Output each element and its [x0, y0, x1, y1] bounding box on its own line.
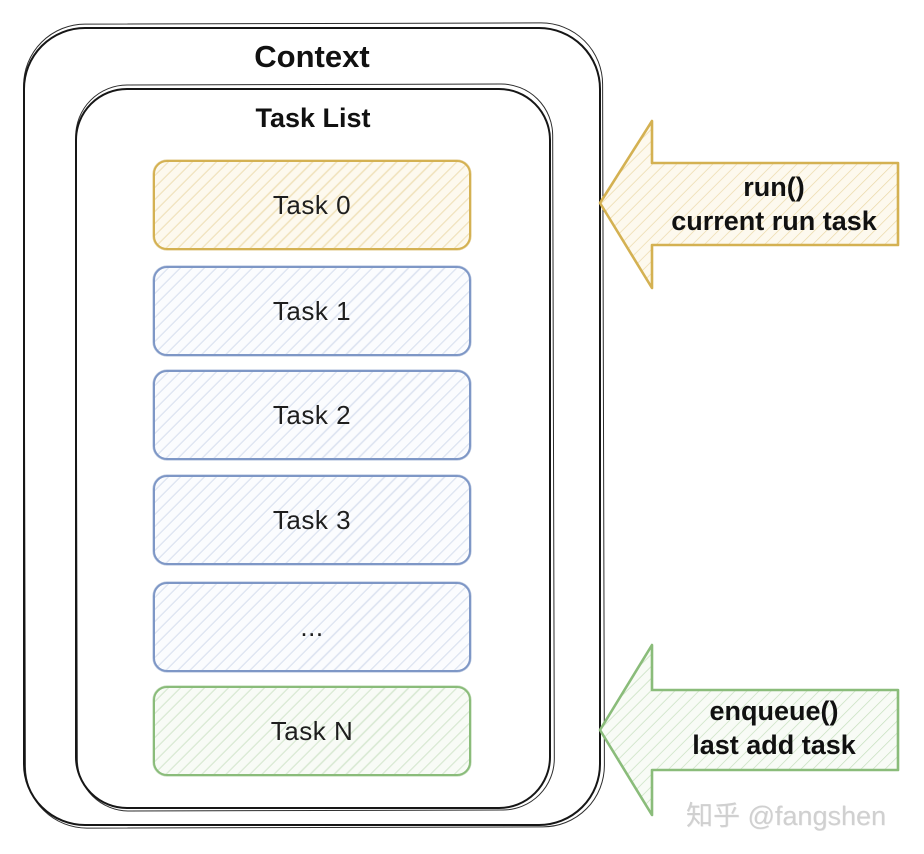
- context-box: Context: [23, 27, 601, 826]
- context-title: Context: [254, 39, 370, 74]
- enqueue-arrow-label: enqueue() last add task: [648, 694, 900, 762]
- enqueue-arrow-line1: enqueue(): [709, 696, 839, 726]
- task-box-n: Task N: [153, 686, 471, 776]
- task-label-0: Task 0: [272, 189, 352, 220]
- task-list-title: Task List: [255, 103, 371, 133]
- task-list-box: Task List: [75, 88, 551, 809]
- task-label-3: Task 3: [272, 504, 352, 535]
- task-label-ellipsis: ...: [300, 611, 324, 642]
- task-label-n: Task N: [270, 715, 354, 746]
- run-arrow-icon: [598, 119, 900, 290]
- watermark: 知乎 @fangshen: [686, 801, 887, 831]
- task-box-1: Task 1: [153, 266, 471, 356]
- task-label-1: Task 1: [272, 295, 352, 326]
- run-arrow-line1: run(): [743, 172, 805, 202]
- enqueue-arrow-line2: last add task: [692, 730, 856, 760]
- task-box-0: Task 0: [153, 160, 471, 250]
- run-arrow-line2: current run task: [671, 206, 877, 236]
- task-label-2: Task 2: [272, 399, 352, 430]
- task-box-ellipsis: ...: [153, 582, 471, 672]
- task-box-3: Task 3: [153, 475, 471, 565]
- enqueue-arrow-icon: [598, 643, 900, 817]
- run-arrow-label: run() current run task: [648, 170, 900, 238]
- task-box-2: Task 2: [153, 370, 471, 460]
